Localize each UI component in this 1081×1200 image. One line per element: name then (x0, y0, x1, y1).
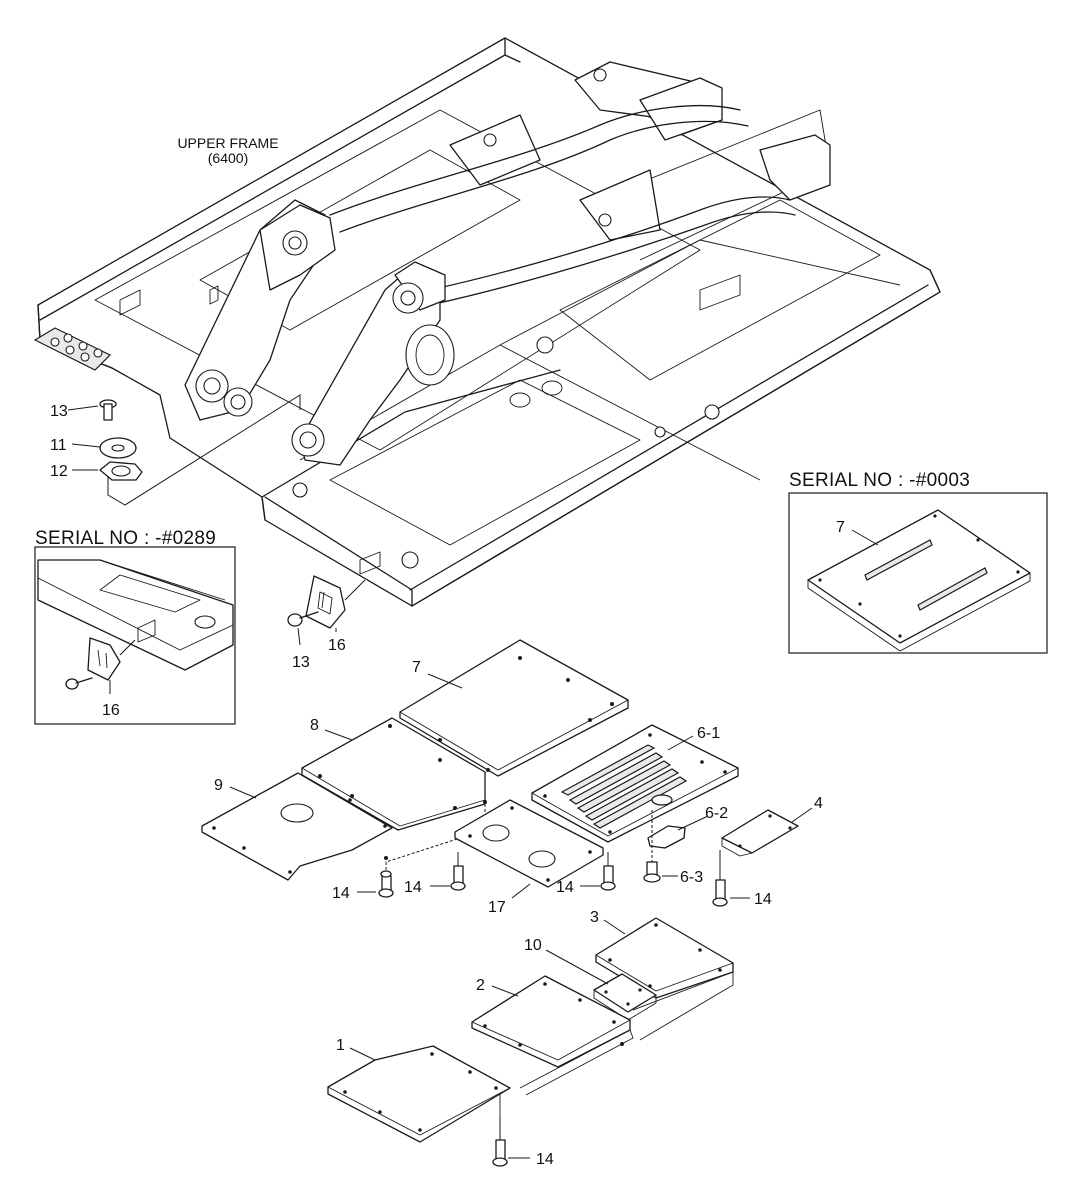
bolt-14-c (600, 852, 616, 891)
bolt-14-e (492, 1042, 624, 1167)
inset-left-serial: SERIAL NO : -#0289 (35, 528, 216, 549)
floor-plate-9 (201, 772, 393, 881)
floor-plate-1 (327, 1045, 511, 1143)
bolt-14-b (450, 852, 466, 891)
bolt-14-d (712, 850, 728, 907)
inset-right-box (788, 492, 1048, 654)
upper-frame-title: UPPER FRAME (177, 135, 278, 151)
callout-7-inset: 7 (836, 519, 845, 536)
callout-12: 12 (50, 463, 68, 480)
callout-13-top: 13 (50, 403, 68, 420)
callout-6-1: 6-1 (697, 725, 720, 742)
callout-14-d: 14 (754, 891, 772, 908)
callout-14-a: 14 (332, 885, 350, 902)
floor-plate-6-1 (531, 724, 739, 843)
bolt-6-3 (643, 861, 661, 883)
floor-plate-2 (471, 975, 634, 1096)
floor-plate-3 (595, 917, 734, 1041)
callout-14-e: 14 (536, 1151, 554, 1168)
callout-11: 11 (50, 437, 67, 454)
floor-plate-7 (399, 639, 629, 777)
inset-left-box (34, 546, 236, 725)
inset-right-plate-7 (807, 509, 1031, 652)
bolt-14-a (378, 870, 394, 898)
callout-3: 3 (590, 909, 599, 926)
cover-plate-group (99, 394, 301, 506)
step-plate-16 (287, 575, 366, 629)
callout-16-frame: 16 (328, 637, 346, 654)
callout-2: 2 (476, 977, 485, 994)
floor-plate-17 (454, 799, 604, 888)
callout-16-inset: 16 (102, 702, 120, 719)
cover-6-2 (647, 794, 686, 862)
upper-frame-code: (6400) (208, 150, 248, 166)
callout-14-c: 14 (556, 879, 574, 896)
callout-4: 4 (814, 795, 823, 812)
callout-6-3: 6-3 (680, 869, 703, 886)
inset-right-serial: SERIAL NO : -#0003 (789, 470, 970, 491)
callout-10: 10 (524, 937, 542, 954)
callout-13-bottom: 13 (292, 654, 310, 671)
floor-plate-4 (721, 809, 799, 857)
callout-8: 8 (310, 717, 319, 734)
callout-9: 9 (214, 777, 223, 794)
callout-6-2: 6-2 (705, 805, 728, 822)
inset-left-detail (37, 559, 234, 690)
callout-7: 7 (412, 659, 421, 676)
callout-1: 1 (336, 1037, 345, 1054)
upper-frame-assembly (33, 37, 941, 607)
callout-17: 17 (488, 899, 506, 916)
callout-14-b: 14 (404, 879, 422, 896)
